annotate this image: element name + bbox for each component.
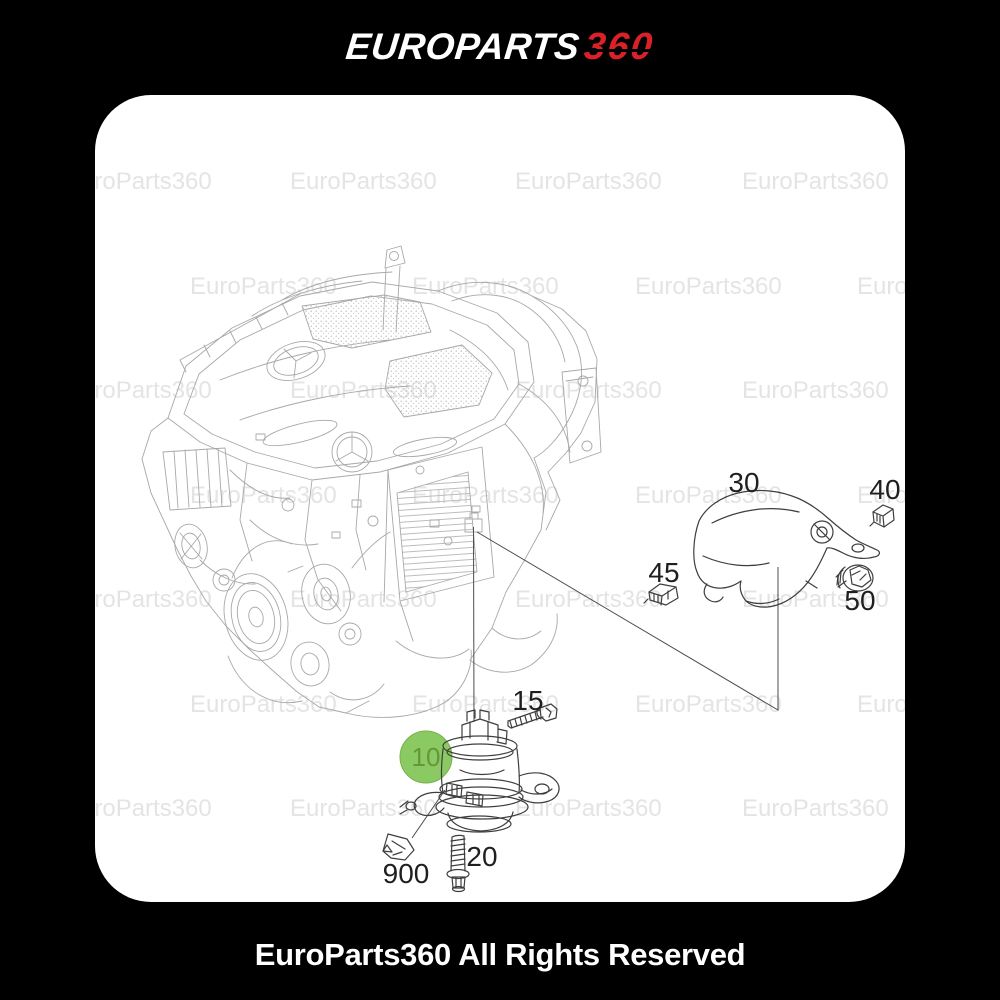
watermark-text: EuroParts360 [635,481,782,509]
part-callout-20: 20 [466,841,498,872]
part-50-bolt [835,564,874,592]
watermark-text: EuroParts360 [742,795,889,822]
watermark-text: EuroParts360 [95,377,212,404]
watermark-text: EuroParts360 [857,272,905,300]
watermark-text: EuroParts360 [95,168,212,195]
brand-logo-text: EUROPARTS [344,26,582,67]
highlight-markers [399,730,453,784]
part-callout-900: 900 [382,858,430,889]
part-callout-30: 30 [728,467,760,498]
watermark-layer: EuroParts360EuroParts360EuroParts360Euro… [95,95,905,902]
watermark-text: EuroParts360 [190,690,337,718]
part-callout-10[interactable]: 10 [411,742,441,772]
part-callout-45: 45 [648,557,680,588]
watermark-text: EuroParts360 [95,586,212,613]
highlight-circle-10[interactable] [399,730,453,784]
part-10-engine-mount [399,709,560,833]
part-callout-50: 50 [844,585,876,616]
diagram-panel: EuroParts360EuroParts360EuroParts360Euro… [95,95,905,902]
watermark-text: EuroParts360 [515,795,662,822]
part-900-buffer [382,833,415,861]
watermark-text: EuroParts360 [742,168,889,195]
brand-logo: EUROPARTS 360 [344,26,656,69]
watermark-text: EuroParts360 [95,795,212,822]
part-40-clip [869,504,895,528]
engine-diagram-svg [141,245,895,893]
engine-line-art [141,245,602,718]
part-15-bolt [507,703,558,729]
watermark-text: EuroParts360 [857,690,905,718]
watermark-text: EuroParts360 [742,586,889,613]
part-30-shield [693,490,880,608]
header: EUROPARTS 360 [0,0,1000,95]
watermark-text: EuroParts360 [290,168,437,195]
watermark-text: EuroParts360 [515,168,662,195]
watermark-text: EuroParts360 [290,795,437,822]
watermark-text: EuroParts360 [635,690,782,718]
part-45-clip [643,583,679,606]
watermark-text: EuroParts360 [857,481,905,509]
watermark-text: EuroParts360 [412,690,559,718]
part-callout-15: 15 [512,685,544,716]
part-callout-40: 40 [869,474,901,505]
watermark-text: EuroParts360 [742,377,889,404]
watermark-text: EuroParts360 [190,481,337,509]
callout-layer: 10 15 20 30 40 45 50 900 [95,95,905,902]
footer-copyright: EuroParts360 All Rights Reserved [254,937,746,972]
watermark-text: EuroParts360 [635,272,782,300]
watermark-text: EuroParts360 [515,586,662,613]
part-20-bolt [446,834,470,893]
brand-logo-360: 360 [582,26,657,68]
